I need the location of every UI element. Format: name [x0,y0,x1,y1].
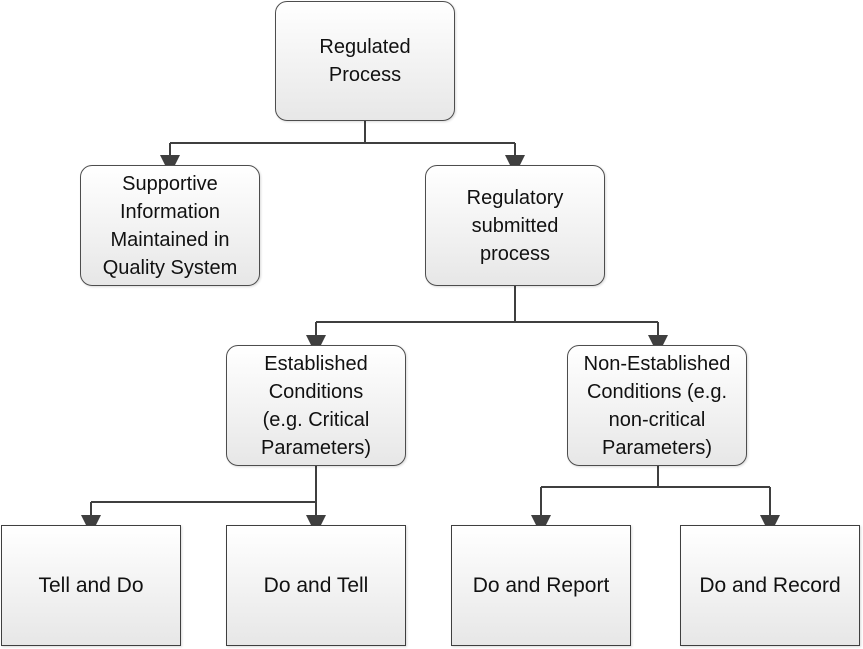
connector-non-established-children [531,466,780,535]
do-and-record-label: Do and Record [699,573,841,597]
connector-level-2 [306,286,668,355]
do-and-report-label: Do and Report [472,573,610,597]
tell-and-do-label: Tell and Do [38,573,144,597]
supportive-information-label: Supportive Information Maintained in Qua… [102,172,238,279]
do-and-tell-node: Do and Tell [226,525,406,646]
connector-level-1 [160,121,525,175]
do-and-record-node: Do and Record [680,525,860,646]
regulated-process-node: Regulated Process [275,1,455,121]
do-and-report-node: Do and Report [451,525,631,646]
non-established-conditions-label: Non-Established Conditions (e.g. non-cri… [583,352,731,459]
non-established-conditions-node: Non-Established Conditions (e.g. non-cri… [567,345,747,466]
connector-established-children [81,466,326,535]
tell-and-do-node: Tell and Do [1,525,181,646]
regulated-process-label: Regulated Process [319,36,411,86]
do-and-tell-label: Do and Tell [263,573,369,597]
supportive-information-node: Supportive Information Maintained in Qua… [80,165,260,286]
established-conditions-label: Established Conditions (e.g. Critical Pa… [260,352,372,459]
established-conditions-node: Established Conditions (e.g. Critical Pa… [226,345,406,466]
regulatory-submitted-process-label: Regulatory submitted process [466,186,564,265]
regulatory-submitted-process-node: Regulatory submitted process [425,165,605,286]
